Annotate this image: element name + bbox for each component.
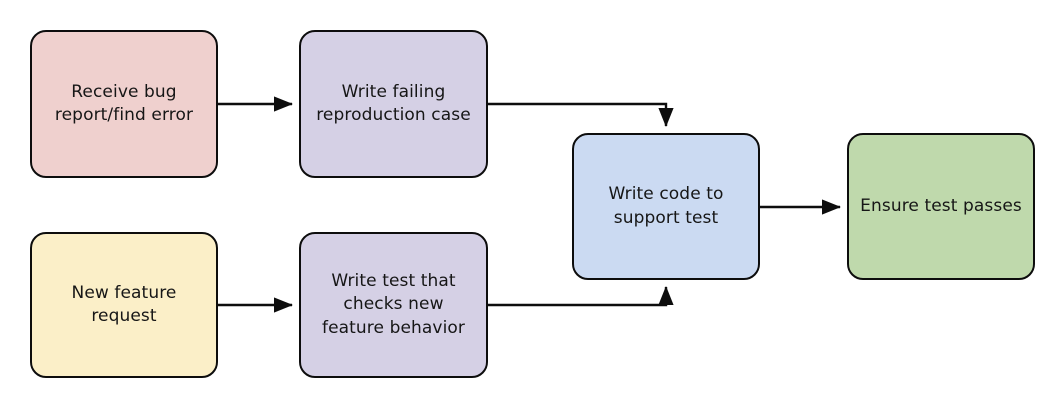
node-write-failing-reproduction-case[interactable]: Write failing reproduction case [299,30,488,178]
node-write-code-to-support-test[interactable]: Write code to support test [572,133,760,280]
node-ensure-test-passes[interactable]: Ensure test passes [847,133,1035,280]
node-new-feature-request[interactable]: New feature request [30,232,218,378]
node-receive-bug-report[interactable]: Receive bug report/find error [30,30,218,178]
edge-repro-to-code [488,102,674,127]
node-write-test-checks-new-feature[interactable]: Write test that checks new feature behav… [299,232,488,378]
edge-test-to-code [488,286,674,307]
